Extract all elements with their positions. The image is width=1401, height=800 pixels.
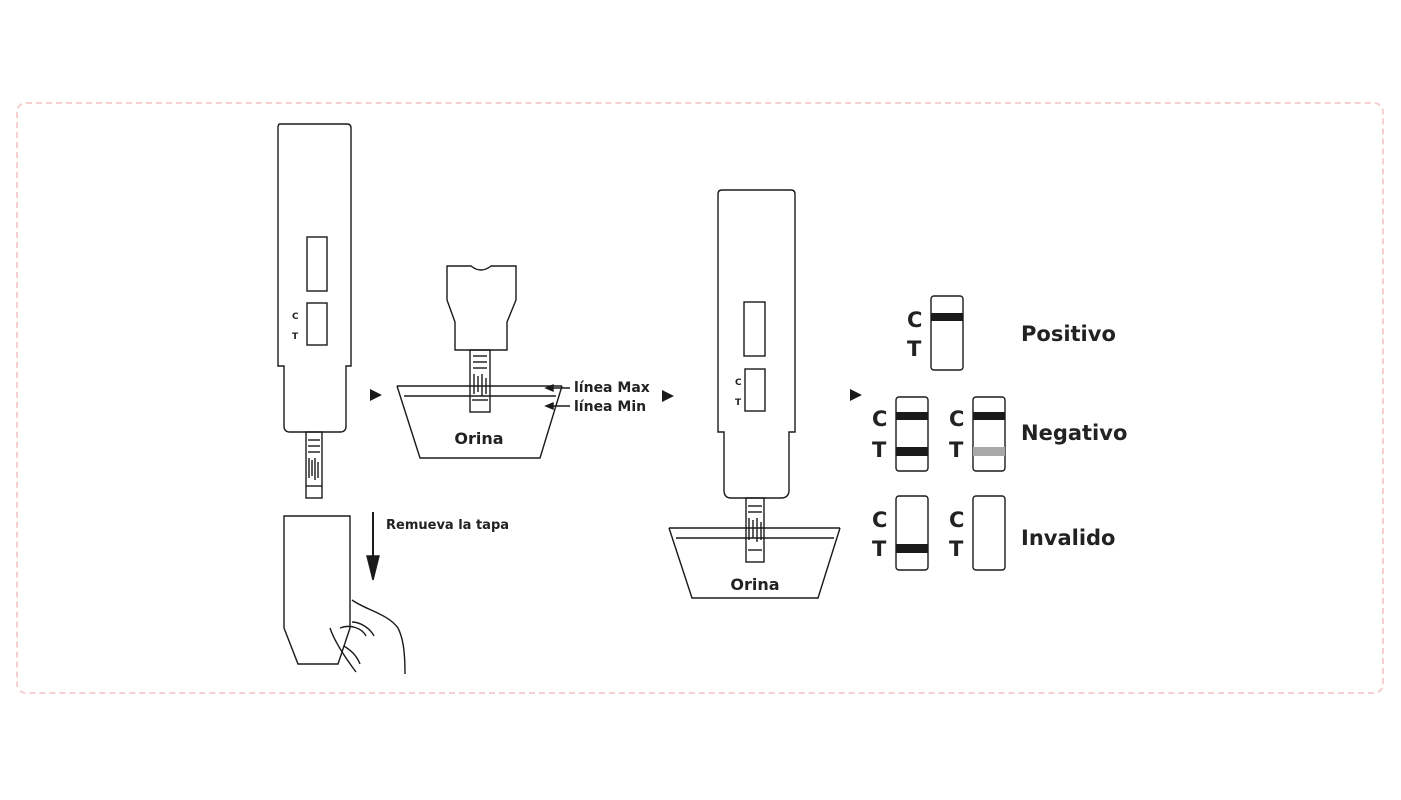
max-line-label: línea Max: [574, 380, 650, 396]
step3-window-upper: [743, 301, 766, 357]
negative-a-c-label: C: [872, 407, 887, 431]
invalid-b-c-label: C: [949, 508, 964, 532]
step1-test-device: C T: [277, 123, 352, 499]
step3-t-label: T: [735, 398, 742, 408]
result-negative-window-b: [972, 396, 1006, 472]
dashed-frame: [16, 102, 1384, 694]
min-line-arrow-icon: [544, 401, 570, 411]
step-arrow-2-icon: [662, 390, 674, 402]
result-positive-window: [930, 295, 964, 371]
result-window-upper: [306, 236, 328, 292]
max-line-arrow-icon: [544, 383, 570, 393]
removed-cap: [283, 515, 351, 665]
absorbent-tip: [305, 431, 323, 499]
invalid-b-t-label: T: [949, 537, 964, 561]
device-c-label: C: [292, 312, 299, 322]
dip-strip: [469, 349, 491, 413]
invalid-a-t-label: T: [872, 537, 887, 561]
step3-device-in-urine: C T: [668, 189, 841, 599]
step-arrow-3-icon: [850, 389, 862, 401]
negative-b-t-label: T: [949, 438, 964, 462]
remove-cap-label: Remueva la tapa: [386, 518, 509, 533]
down-arrow-icon: [366, 512, 380, 581]
step-arrow-1-icon: [370, 389, 382, 401]
device-t-label: T: [292, 332, 299, 342]
urine-cup-2: [668, 527, 841, 599]
min-line-label: línea Min: [574, 399, 646, 415]
hand-icon: [329, 599, 406, 675]
result-positive-label: Positivo: [1021, 322, 1116, 346]
step2-dipping: [396, 265, 563, 459]
result-invalid-label: Invalido: [1021, 526, 1115, 550]
negative-b-faint-test-line: [973, 447, 1005, 456]
step3-c-label: C: [735, 378, 742, 388]
result-negative-window-a: [895, 396, 929, 472]
negative-b-control-line: [973, 412, 1005, 420]
urine-label-1: Orina: [454, 429, 503, 448]
step3-strip: [745, 497, 765, 563]
result-window-lower: [306, 302, 328, 346]
result-invalid-window-b: [972, 495, 1006, 571]
invalid-a-test-line: [896, 544, 928, 553]
negative-b-c-label: C: [949, 407, 964, 431]
negative-a-control-line: [896, 412, 928, 420]
positive-control-line: [931, 313, 963, 321]
urine-cup-1: [396, 385, 563, 459]
positive-t-label: T: [907, 337, 922, 361]
result-invalid-window-a: [895, 495, 929, 571]
negative-a-test-line: [896, 447, 928, 456]
urine-label-2: Orina: [730, 575, 779, 594]
negative-a-t-label: T: [872, 438, 887, 462]
invalid-a-c-label: C: [872, 508, 887, 532]
step3-window-lower: [744, 368, 766, 412]
result-negative-label: Negativo: [1021, 421, 1127, 445]
positive-c-label: C: [907, 308, 922, 332]
